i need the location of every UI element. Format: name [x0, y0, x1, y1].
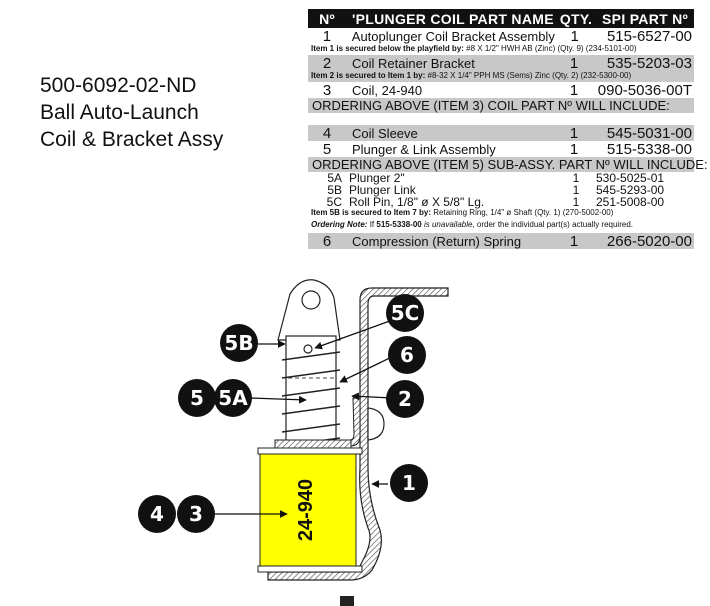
assembly-name-line-1: Ball Auto-Launch	[40, 101, 199, 124]
header-no: Nº	[319, 10, 335, 27]
ordering-item3-note: ORDERING ABOVE (ITEM 3) COIL PART Nº WIL…	[308, 98, 694, 113]
nut-icon	[340, 596, 354, 606]
item1-note: Item 1 is secured below the playfield by…	[308, 44, 694, 55]
link-hole	[301, 290, 321, 310]
assembly-title: 500-6092-02-ND Ball Auto-Launch Coil & B…	[40, 72, 223, 153]
subitem-part: 530-5025-01	[596, 171, 665, 185]
row-qty: 1	[569, 233, 579, 250]
subitem-row: 5C Roll Pin, 1/8" ø X 5/8" Lg. 1 251-500…	[308, 196, 694, 208]
subitem-no: 5A	[327, 171, 342, 185]
ordering-note-part: 515-5338-00	[376, 220, 422, 229]
note-text: Retaining Ring, 1/4" ø Shaft (Qty. 1) (2…	[433, 208, 614, 217]
subitem-part: 251-5008-00	[596, 195, 665, 209]
plunger-link	[277, 279, 341, 341]
callout-5c: 5C	[386, 294, 424, 332]
row-name: Compression (Return) Spring	[352, 234, 522, 249]
table-row: 1 Autoplunger Coil Bracket Assembly 1 51…	[308, 28, 694, 44]
table-row: 3 Coil, 24-940 1 090-5036-00T	[308, 82, 694, 98]
row-qty: 1	[570, 28, 579, 45]
blank-row	[308, 113, 694, 125]
table-row: 2 Coil Retainer Bracket 1 535-5203-03	[308, 55, 694, 71]
callout-2: 2	[386, 380, 424, 418]
callout-5b: 5B	[220, 324, 258, 362]
note-label: Item 1 is secured below the playfield by…	[311, 44, 464, 53]
callout-6: 6	[388, 336, 426, 374]
row-name: Coil, 24-940	[352, 83, 423, 98]
header-part: SPI PART Nº	[602, 10, 688, 27]
row-part: 535-5203-03	[606, 55, 692, 72]
assembly-name-line-2: Coil & Bracket Assy	[40, 128, 224, 151]
coil-bracket	[267, 287, 449, 581]
row-no: 5	[322, 141, 332, 158]
row-qty: 1	[569, 141, 579, 158]
header-qty: QTY.	[559, 10, 593, 27]
subitem-qty: 1	[572, 195, 580, 209]
note-text: #8-32 X 1/4" PPH MS (Sems) Zinc (Qty. 2)…	[427, 71, 632, 80]
row-name: Autoplunger Coil Bracket Assembly	[351, 29, 555, 44]
row-no: 2	[322, 55, 332, 72]
coil-top-plate	[274, 439, 352, 449]
item2-note: Item 2 is secured to Item 1 by: #8-32 X …	[308, 71, 694, 82]
subitem-name: Roll Pin, 1/8" ø X 5/8" Lg.	[349, 195, 485, 209]
coil	[259, 453, 357, 567]
roll-pin	[303, 344, 313, 354]
ordering-note-label: Ordering Note:	[311, 220, 368, 229]
table-row: 5 Plunger & Link Assembly 1 515-5338-00	[308, 141, 694, 157]
ordering-note-text: , order the individual part(s) actually …	[472, 220, 633, 229]
row-no: 4	[322, 125, 332, 142]
subitem-part: 545-5293-00	[596, 183, 665, 197]
row-part: 545-5031-00	[606, 125, 692, 142]
mounting-screw	[367, 407, 385, 441]
assembly-diagram: 24-940	[212, 279, 449, 606]
table-row: 4 Coil Sleeve 1 545-5031-00	[308, 125, 694, 141]
return-spring	[281, 351, 341, 447]
table-header: Nº 'PLUNGER COIL PART NAME QTY. SPI PART…	[308, 9, 694, 28]
subitem-no: 5B	[327, 183, 342, 197]
row-part: 266-5020-00	[606, 233, 692, 250]
parts-table: Nº 'PLUNGER COIL PART NAME QTY. SPI PART…	[308, 9, 708, 249]
row-no: 6	[322, 233, 332, 250]
row-no: 1	[322, 28, 332, 45]
row-no: 3	[322, 82, 332, 99]
subitem-qty: 1	[572, 171, 580, 185]
row-name: Coil Sleeve	[352, 126, 418, 141]
coil-retainer-bracket	[349, 397, 361, 447]
callout-3: 3	[177, 495, 215, 533]
subitem-name: Plunger 2"	[349, 171, 405, 185]
note-label: Item 5B is secured to Item 7 by:	[311, 208, 432, 217]
row-qty: 1	[569, 82, 579, 99]
callout-5: 5	[178, 379, 216, 417]
callout-5a: 5A	[214, 379, 252, 417]
note-label: Item 2 is secured to Item 1 by:	[311, 71, 426, 80]
ordering-item5-note: ORDERING ABOVE (ITEM 5) SUB-ASSY. PART N…	[308, 157, 708, 172]
ordering-note: Ordering Note: If 515-5338-00 is unavail…	[308, 219, 694, 233]
item5b-note: Item 5B is secured to Item 7 by: Retaini…	[308, 208, 694, 219]
subitem-row: 5B Plunger Link 1 545-5293-00	[308, 184, 694, 196]
row-qty: 1	[569, 55, 579, 72]
row-part: 515-6527-00	[606, 28, 693, 45]
subitem-name: Plunger Link	[349, 183, 416, 197]
ordering-note-text: If	[369, 220, 375, 229]
subitem-qty: 1	[572, 183, 580, 197]
row-name: Plunger & Link Assembly	[352, 142, 496, 157]
ordering-note-text: is unavailable	[423, 220, 473, 229]
subitem-row: 5A Plunger 2" 1 530-5025-01	[308, 172, 694, 184]
assembly-part-number: 500-6092-02-ND	[40, 74, 197, 97]
row-qty: 1	[569, 125, 579, 142]
row-part: 515-5338-00	[606, 141, 692, 158]
row-part: 090-5036-00T	[597, 82, 692, 99]
header-name: 'PLUNGER COIL PART NAME	[352, 10, 554, 27]
callout-4: 4	[138, 495, 176, 533]
row-name: Coil Retainer Bracket	[352, 56, 475, 71]
callout-1: 1	[390, 464, 428, 502]
table-row: 6 Compression (Return) Spring 1 266-5020…	[308, 233, 694, 249]
note-text: #8 X 1/2" HWH AB (Zinc) (Qty. 9) (234-51…	[466, 44, 637, 53]
subitem-no: 5C	[326, 195, 342, 209]
coil-label: 24-940	[295, 479, 317, 541]
